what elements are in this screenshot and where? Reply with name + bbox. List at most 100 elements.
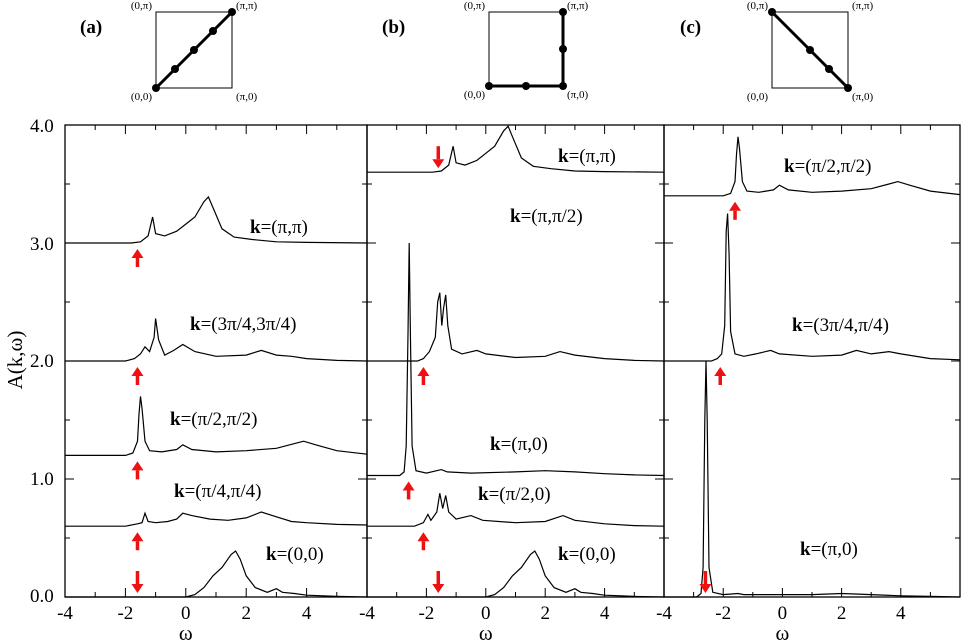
x-tick-label: -2 [418, 603, 434, 624]
arrow-head [417, 367, 430, 376]
spectral-curve [65, 195, 368, 244]
panel-a-x-axis-title: ω [179, 621, 193, 643]
panel-c-x-axis-title: ω [775, 621, 789, 643]
panel-c-curves: k=(π,0) k=(3π/4,π/4) k=(π/2,π/2) [664, 136, 961, 598]
arrow-head [432, 584, 445, 593]
y-tick-label: 4.0 [30, 116, 54, 137]
x-tick-label: -4 [57, 603, 73, 624]
x-tick-label: -2 [117, 603, 133, 624]
x-tick-label: -4 [656, 603, 672, 624]
panel-c-k-path-inset: (0,π) (π,π) (0,0) (π,0) [747, 0, 874, 103]
panel-a-k-path-inset: (0,π) (π,π) (0,0) (π,0) [131, 0, 258, 103]
spectral-curve [65, 550, 368, 598]
curve-label: k=(3π/4,3π/4) [190, 314, 296, 335]
k-point-dot [768, 8, 776, 16]
k-point-dot [522, 82, 530, 90]
spectral-curve [664, 136, 961, 197]
k-point-dot [825, 65, 833, 73]
curve-label: k=(π,π) [558, 146, 616, 167]
corner-label: (π,π) [236, 0, 258, 12]
panel-b-letter: (b) [382, 17, 405, 38]
k-point-dot [152, 84, 160, 92]
panel-b-curves: k=(0,0) k=(π/2,0) k=(π,0) k=(π,π/2) k=(π,π) [367, 125, 665, 598]
panel-a-x-tick-labels: -4 -2 0 2 4 [57, 603, 312, 624]
spectral-curve [664, 360, 961, 598]
y-tick-label: 3.0 [30, 234, 54, 255]
x-tick-label: 0 [778, 603, 788, 624]
k-point-dot [171, 65, 179, 73]
arrow-head [131, 532, 144, 542]
brillouin-zone-box [771, 11, 849, 89]
arrow-head [432, 159, 445, 169]
corner-label: (0,π) [131, 0, 152, 12]
curve-label: k=(π/4,π/4) [174, 481, 261, 502]
corner-label: (π,π) [567, 0, 589, 12]
x-tick-label: 4 [896, 603, 906, 624]
brillouin-zone-box [155, 11, 233, 89]
curve-label: k=(π,0) [800, 539, 858, 560]
x-tick-label: 0 [481, 603, 491, 624]
panel-b-ticks [366, 124, 664, 598]
panel-c-letter: (c) [680, 17, 701, 38]
curve-label: k=(0,0) [266, 544, 324, 565]
curve-label: k=(π,π) [250, 217, 308, 238]
k-point-dot [190, 46, 198, 54]
y-axis-title: A(k,ω) [3, 331, 27, 390]
x-tick-label: 2 [837, 603, 847, 624]
y-tick-label: 2.0 [30, 351, 54, 372]
x-tick-label: 2 [241, 603, 251, 624]
spectral-curve [65, 511, 368, 527]
arrow-head [714, 367, 727, 376]
curve-label: k=(3π/4,π/4) [792, 315, 889, 336]
arrow-head [417, 532, 430, 542]
spectral-curve [367, 550, 665, 598]
arrow-head [131, 584, 144, 593]
k-point-dot [844, 84, 852, 92]
panel-b-x-axis-title: ω [479, 621, 493, 643]
corner-label: (0,0) [464, 89, 485, 101]
k-point-dot [806, 46, 814, 54]
x-tick-label: -4 [359, 603, 375, 624]
corner-label: (π,π) [852, 0, 874, 12]
spectral-curve [664, 213, 961, 362]
x-tick-label: -2 [715, 603, 731, 624]
brillouin-zone-box [488, 11, 564, 87]
x-tick-label: 4 [302, 603, 312, 624]
k-point-dot [559, 8, 567, 16]
spectral-curve [367, 242, 665, 477]
corner-label: (π,0) [567, 89, 588, 101]
k-point-dot [559, 45, 567, 53]
spectral-curve [65, 318, 368, 362]
x-tick-label: 0 [181, 603, 191, 624]
corner-label: (π,0) [236, 91, 257, 103]
panel-b: (b) (0,π)(π,π)(0,0)(π,0) k=(0,0)k=(π/2,0… [359, 0, 665, 643]
panel-c-x-tick-labels: -4 -2 0 2 4 [656, 603, 906, 624]
arrow-head [729, 201, 742, 211]
arrow-head [131, 461, 144, 471]
spectral-curve [65, 396, 368, 456]
corner-label: (0,0) [131, 91, 152, 103]
panel-c: (c) (0,π) (π,π) (0,0) (π,0) k=(π,0) k=(3π/4,… [656, 0, 961, 643]
k-point-dot [209, 27, 217, 35]
curve-label: k=(π/2,0) [478, 484, 551, 505]
corner-label: (0,π) [747, 0, 768, 12]
arrow-head [699, 584, 712, 593]
panel-a-letter: (a) [80, 17, 102, 38]
k-path-line [489, 12, 565, 88]
panel-c-ticks [663, 124, 960, 598]
curve-label: k=(π,0) [490, 434, 548, 455]
spectral-curve [367, 125, 665, 173]
curve-label: k=(π,π/2) [510, 206, 583, 227]
spectral-curve [367, 493, 665, 527]
curve-label: k=(π/2,π/2) [784, 156, 871, 177]
y-tick-label: 0.0 [30, 586, 54, 607]
x-tick-label: 4 [600, 603, 610, 624]
corner-label: (π,0) [852, 91, 873, 103]
curve-label: k=(0,0) [558, 544, 616, 565]
arrow-head [131, 249, 144, 258]
corner-label: (0,0) [747, 91, 768, 103]
panel-a-curves: k=(0,0)k=(π/4,π/4)k=(π/2,π/2)k=(3π/4,3π/… [65, 195, 368, 598]
arrow-head [131, 367, 144, 376]
panel-a: (a) (0,π) (π,π) (0,0) (π,0) k=(0,0) k=(π/4,π… [30, 0, 368, 643]
